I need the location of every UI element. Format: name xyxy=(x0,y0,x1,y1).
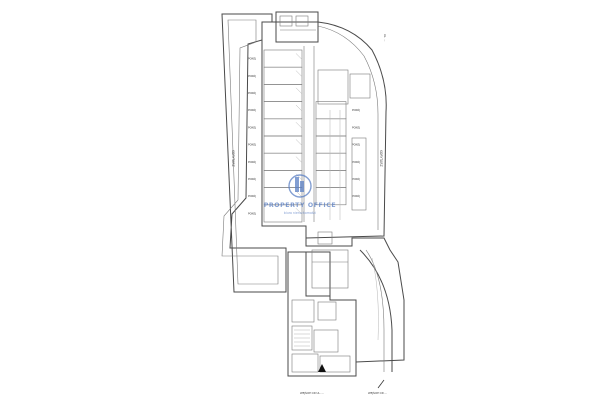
room-cell-right xyxy=(315,135,347,154)
door-swing xyxy=(295,70,303,77)
wc-top xyxy=(295,15,309,27)
street-label-top: UL. ... xyxy=(383,34,387,42)
rooms-left: POKÓJ POKÓJ POKÓJ POKÓJ POKÓJ POKÓJ POKÓJ POKÓJ… xyxy=(248,49,303,223)
building-logo-icon xyxy=(288,174,312,198)
north-arrow-icon xyxy=(377,379,385,389)
room-cell-right xyxy=(315,118,347,137)
room-label: POKÓJ xyxy=(248,176,256,181)
driveway-ramp xyxy=(359,249,393,372)
room-label: POKÓJ xyxy=(352,176,360,181)
elevator-hall xyxy=(311,249,349,289)
room-label: POKÓJ xyxy=(248,159,256,164)
bottom-room-a xyxy=(291,299,315,323)
room-cell-left xyxy=(263,84,303,102)
curved-facade xyxy=(317,25,379,230)
entrance-triangle-icon xyxy=(318,364,326,372)
room-cell-right xyxy=(315,152,347,171)
room-label: POKÓJ xyxy=(248,210,256,215)
lower-connector xyxy=(305,226,405,363)
bottom-room-c xyxy=(313,329,339,353)
stair-hatching xyxy=(294,329,310,347)
bottom-stair xyxy=(291,325,313,351)
room-label: POKÓJ xyxy=(248,124,256,129)
room-label: POKÓJ xyxy=(352,159,360,164)
room-cell-left xyxy=(263,204,303,223)
room-cell-left xyxy=(263,66,303,85)
room-cell-left xyxy=(263,135,303,154)
watermark: PROPERTY OFFICE biuro nieruchomości xyxy=(264,174,336,215)
reception-room xyxy=(349,73,371,99)
street-label-bottom-left: WEJŚCIE OD UL. ... xyxy=(300,390,324,395)
bottom-room-b xyxy=(317,301,337,321)
door-swing xyxy=(295,104,303,112)
door-swing xyxy=(295,87,303,95)
door-swing xyxy=(295,208,303,215)
inner-left-wing xyxy=(221,19,279,285)
door-swing xyxy=(295,122,303,129)
door-swing xyxy=(295,190,303,198)
rooms-right: POKÓJ POKÓJ POKÓJ POKÓJ POKÓJ POKÓJ xyxy=(315,101,360,206)
lobby-room xyxy=(317,69,349,105)
top-service-block xyxy=(275,11,319,43)
stair-middle xyxy=(317,231,333,245)
room-label: POKÓJ xyxy=(352,107,360,112)
room-cell-left xyxy=(263,49,303,68)
bottom-wing xyxy=(287,251,357,377)
room-cell-right xyxy=(315,187,347,206)
stair-top xyxy=(279,15,293,27)
room-label: POKÓJ xyxy=(352,142,360,147)
facade-label: KORYTARZ xyxy=(379,150,383,167)
room-cell-right xyxy=(315,170,347,188)
room-label: POKÓJ xyxy=(248,90,256,95)
watermark-subtitle: biuro nieruchomości xyxy=(284,211,317,215)
right-strip-room xyxy=(351,137,367,211)
bottom-room-d xyxy=(291,353,319,373)
room-cell-left xyxy=(263,101,303,120)
room-label: POKÓJ xyxy=(248,107,256,112)
room-cell-left xyxy=(263,152,303,171)
door-swing xyxy=(295,53,303,60)
room-label: POKÓJ xyxy=(248,142,256,147)
main-building-outline xyxy=(261,21,387,239)
watermark-title: PROPERTY OFFICE xyxy=(264,202,336,209)
door-swing xyxy=(295,156,303,163)
street-label-bottom-right: WEJŚCIE OD ... xyxy=(368,390,387,395)
room-cell-left xyxy=(263,118,303,137)
bottom-room-e xyxy=(319,355,351,373)
corridor-label: KORYTARZ xyxy=(231,150,235,167)
room-label: POKÓJ xyxy=(248,73,256,78)
room-label: POKÓJ xyxy=(352,193,360,198)
room-label: POKÓJ xyxy=(248,56,256,61)
door-swing xyxy=(295,139,303,146)
room-label: POKÓJ xyxy=(352,124,360,129)
room-label: POKÓJ xyxy=(248,193,256,198)
